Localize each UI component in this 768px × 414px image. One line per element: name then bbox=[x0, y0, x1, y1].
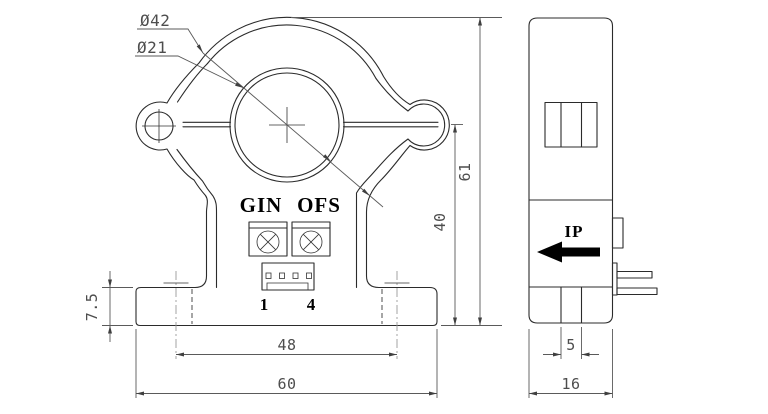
side-base-slot-lines bbox=[560, 286, 583, 324]
total-height-dim: 61 bbox=[456, 162, 474, 181]
housing-split-line bbox=[182, 121, 439, 128]
side-connector bbox=[611, 262, 658, 296]
pin-connector bbox=[261, 262, 315, 291]
side-vent-window bbox=[544, 101, 598, 148]
front-view: GIN OFS 1 4 bbox=[83, 11, 502, 398]
inner-diameter-dim: Ø21 bbox=[137, 38, 167, 57]
slot-width-dimension bbox=[543, 327, 599, 359]
base-slot-hidden-lines bbox=[163, 271, 410, 359]
housing-inner-wall-right bbox=[355, 77, 446, 289]
housing-inner-wall-top-arc bbox=[206, 24, 377, 80]
center-to-base-dim: 40 bbox=[431, 212, 449, 231]
width-dimensions bbox=[135, 329, 438, 398]
gain-potentiometer bbox=[248, 221, 288, 257]
hole-spacing-dim: 48 bbox=[277, 336, 296, 354]
depth-dim: 16 bbox=[561, 375, 580, 393]
pin-1-label: 1 bbox=[260, 295, 269, 314]
diameter-dimension-lines bbox=[135, 28, 384, 208]
aperture-opening bbox=[229, 67, 345, 183]
gain-pot-label: GIN bbox=[240, 193, 283, 217]
housing-outer-outline bbox=[135, 16, 450, 327]
side-body-outline bbox=[528, 17, 614, 324]
base-height-dim: 7.5 bbox=[83, 293, 101, 322]
current-direction-arrow-icon bbox=[537, 241, 600, 263]
connector-pin-lower bbox=[616, 287, 658, 296]
side-view: IP 5 16 bbox=[528, 17, 658, 398]
primary-current-label: IP bbox=[565, 222, 584, 241]
offset-potentiometer bbox=[291, 221, 331, 257]
base-height-dimension bbox=[102, 271, 133, 342]
mounting-hole bbox=[142, 109, 176, 143]
base-width-dim: 60 bbox=[277, 375, 296, 393]
slot-width-dim: 5 bbox=[566, 336, 576, 354]
connector-pin-upper bbox=[616, 270, 653, 279]
housing-inner-wall-lower-left bbox=[176, 148, 218, 289]
outer-diameter-dim: Ø42 bbox=[140, 11, 170, 30]
side-pot-access-boss bbox=[611, 217, 624, 249]
housing-inner-wall-left bbox=[176, 62, 209, 103]
pin-4-label: 4 bbox=[307, 295, 316, 314]
depth-dimension bbox=[528, 329, 613, 398]
height-dimensions bbox=[291, 17, 502, 326]
offset-pot-label: OFS bbox=[297, 193, 341, 217]
